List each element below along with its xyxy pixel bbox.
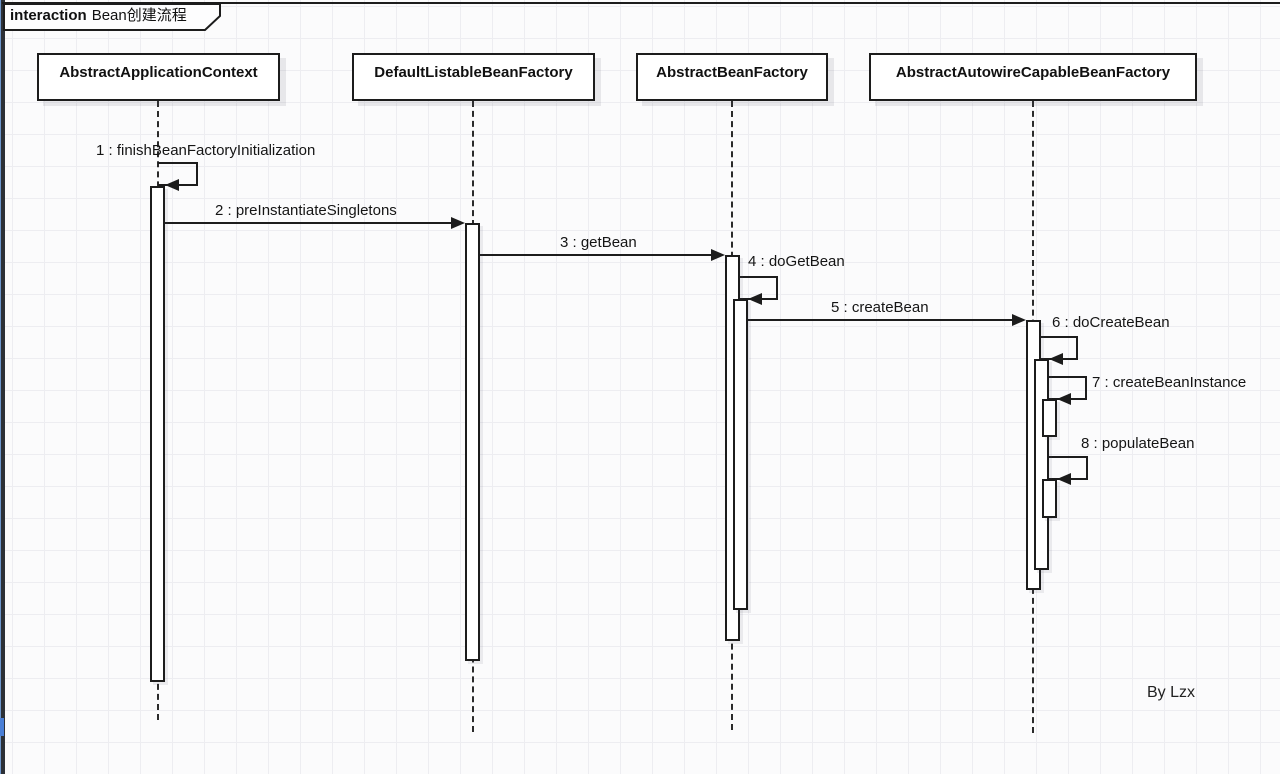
interaction-keyword: interaction <box>10 7 87 24</box>
participant-abstractautowirecapablebeanfactory: AbstractAutowireCapableBeanFactory <box>869 53 1197 101</box>
activation-bar <box>1034 359 1049 570</box>
participant-abstractbeanfactory: AbstractBeanFactory <box>636 53 828 101</box>
diagram-title: Bean创建流程 <box>91 7 187 24</box>
activation-bar <box>465 223 480 661</box>
activation-bar <box>1042 479 1057 518</box>
message-label: 8 : populateBean <box>1081 435 1195 452</box>
message-arrowhead <box>1012 314 1026 326</box>
message-label: 5 : createBean <box>831 299 929 316</box>
message-label: 1 : finishBeanFactoryInitialization <box>96 142 316 159</box>
message-arrowhead <box>711 249 725 261</box>
message-arrow-getbean <box>480 254 713 256</box>
message-arrowhead <box>748 293 762 305</box>
message-arrowhead <box>1049 353 1063 365</box>
message-arrowhead <box>1057 393 1071 405</box>
activation-bar <box>1042 399 1057 437</box>
participant-defaultlistablebeanfactory: DefaultListableBeanFactory <box>352 53 595 101</box>
message-label: 6 : doCreateBean <box>1052 314 1170 331</box>
message-arrowhead <box>1057 473 1071 485</box>
activation-bar <box>733 299 748 610</box>
canvas-left-edge-accent <box>0 718 4 736</box>
message-arrow-preinstantiatesingletons <box>165 222 453 224</box>
message-label: 3 : getBean <box>560 234 637 251</box>
message-arrow-createbean <box>748 319 1014 321</box>
message-arrowhead <box>451 217 465 229</box>
message-label: 4 : doGetBean <box>748 253 845 270</box>
canvas-left-edge <box>0 0 5 774</box>
pentagon-tab-shape <box>3 3 221 31</box>
activation-bar <box>150 186 165 682</box>
message-arrowhead <box>165 179 179 191</box>
author-byline: By Lzx <box>1147 684 1196 701</box>
message-label: 2 : preInstantiateSingletons <box>215 202 397 219</box>
interaction-frame-top-border <box>2 2 1280 4</box>
message-label: 7 : createBeanInstance <box>1092 374 1247 391</box>
participant-abstractapplicationcontext: AbstractApplicationContext <box>37 53 280 101</box>
